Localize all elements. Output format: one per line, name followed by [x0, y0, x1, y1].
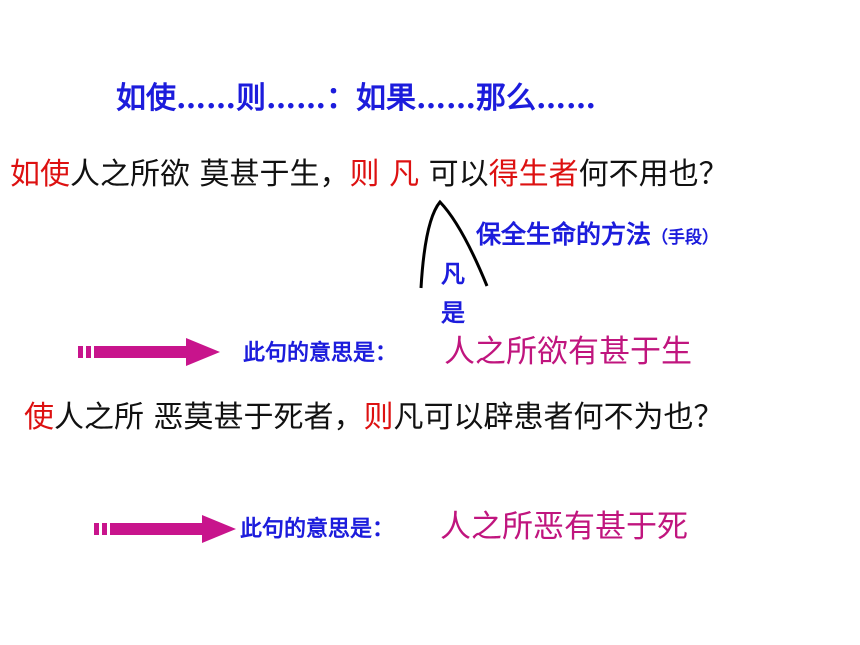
meaning-1-label: 此句的意思是：: [243, 340, 398, 366]
sentence-1-desheng: 得生者: [488, 157, 579, 192]
sentence-2-part-4: 凡可以辟患者何不为也？: [393, 400, 724, 435]
annotation-note: 保全生命的方法（手段）: [476, 222, 719, 247]
sentence-2-part-2: 人之所 恶莫甚于死者，: [54, 400, 364, 435]
meaning-1-text: 人之所欲有甚于生: [444, 334, 692, 370]
sentence-2-ze: 则: [363, 400, 394, 435]
annotation-main: 保全生命的方法: [476, 220, 652, 249]
annotation-char-fan: 凡: [441, 259, 465, 288]
arrow-icon: [78, 338, 220, 366]
annotation-paren: （手段）: [651, 228, 720, 248]
slide-title: 如使……则……：如果……那么……: [116, 81, 596, 116]
sentence-1-rushi: 如使: [10, 157, 70, 192]
meaning-2-label: 此句的意思是：: [240, 516, 395, 542]
sentence-2: 使人之所 恶莫甚于死者，则凡可以辟患者何不为也？: [24, 403, 724, 433]
meaning-2-text: 人之所恶有甚于死: [440, 509, 688, 545]
annotation-char-shi: 是: [441, 298, 465, 327]
sentence-2-shi: 使: [24, 400, 54, 435]
sentence-1: 如使人之所欲 莫甚于生，则 凡 可以得生者何不用也？: [10, 160, 729, 190]
sentence-1-part-4: 可以: [419, 157, 489, 192]
sentence-1-ze-fan: 则 凡: [349, 157, 420, 192]
arrow-icon: [94, 515, 236, 543]
sentence-1-part-2: 人之所欲 莫甚于生，: [70, 157, 350, 192]
sentence-1-part-6: 何不用也？: [578, 157, 729, 192]
